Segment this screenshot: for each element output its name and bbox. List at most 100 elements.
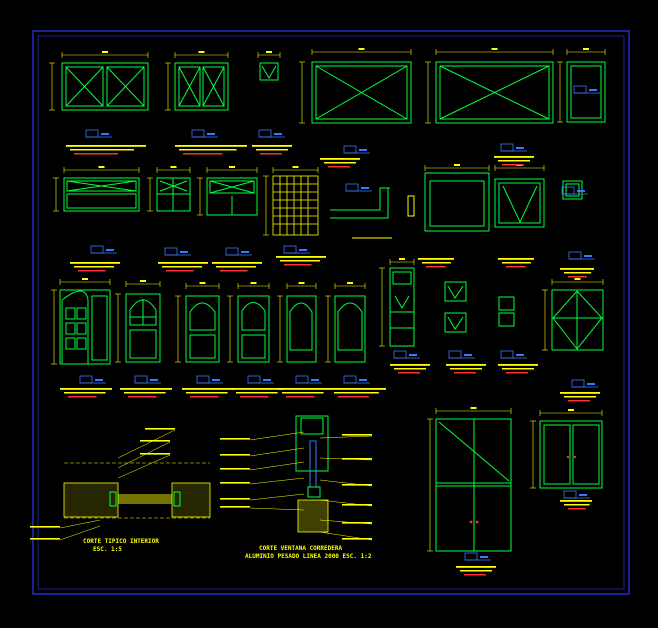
type-tag-mark bbox=[311, 379, 319, 381]
note-line bbox=[498, 364, 538, 366]
type-tag-mark bbox=[106, 249, 114, 251]
dimension-value-mark bbox=[82, 278, 88, 280]
note-line-highlight bbox=[328, 166, 350, 168]
dimension-value-mark bbox=[454, 164, 460, 166]
type-tag-mark bbox=[587, 383, 595, 385]
type-tag-box bbox=[561, 186, 575, 195]
note-line bbox=[70, 262, 120, 264]
leader-note bbox=[342, 504, 372, 506]
note-line bbox=[564, 272, 592, 274]
type-tag-mark bbox=[274, 133, 282, 135]
leader-line bbox=[249, 447, 305, 457]
door-type-p2 bbox=[125, 293, 161, 363]
type-tag-mark bbox=[516, 147, 524, 149]
type-tag-box bbox=[79, 375, 93, 384]
type-tag-box bbox=[500, 350, 514, 359]
dimension-value-mark bbox=[292, 166, 299, 168]
note-line bbox=[66, 145, 146, 147]
note-line bbox=[252, 145, 292, 147]
type-tag-box bbox=[343, 375, 357, 384]
note-line bbox=[282, 392, 324, 394]
note-line-highlight bbox=[284, 264, 312, 266]
note-line-highlight bbox=[183, 153, 223, 155]
wall-section-title: CORTE TIPICO INTERIOR bbox=[83, 538, 159, 545]
window-section-subtitle: ALUMINIO PESADO LINEA 2000 ESC. 1:2 bbox=[245, 553, 372, 560]
type-tag-box bbox=[345, 183, 359, 192]
note-line bbox=[175, 145, 247, 147]
type-tags bbox=[79, 85, 600, 561]
diamond-window bbox=[551, 289, 604, 351]
fixed-window-large bbox=[407, 172, 490, 232]
type-tag-box bbox=[295, 375, 309, 384]
note-line bbox=[186, 392, 228, 394]
door-type-p5 bbox=[286, 295, 317, 363]
window-section-title: CORTE VENTANA CORREDERA bbox=[259, 545, 342, 552]
type-tag-mark bbox=[359, 379, 367, 381]
type-tag-mark bbox=[584, 255, 592, 257]
type-tag-box bbox=[247, 375, 261, 384]
note-line bbox=[74, 266, 114, 268]
type-tag-mark bbox=[212, 379, 220, 381]
leader-note bbox=[220, 454, 250, 456]
leader-note bbox=[342, 434, 372, 436]
type-tag-box bbox=[573, 85, 587, 94]
leader-note bbox=[342, 522, 372, 524]
leader-note bbox=[342, 458, 372, 460]
dimension-value-mark bbox=[98, 166, 105, 168]
leader-note bbox=[30, 538, 60, 540]
dimension-value-mark bbox=[470, 407, 477, 409]
grille-panel bbox=[272, 175, 319, 236]
window-type-v8 bbox=[156, 177, 191, 212]
window-type-v2 bbox=[174, 62, 229, 111]
note-line bbox=[502, 262, 531, 264]
note-line bbox=[216, 266, 256, 268]
note-line-highlight bbox=[426, 266, 446, 268]
leader-note bbox=[30, 526, 60, 528]
leader-line bbox=[249, 493, 305, 501]
type-tag-mark bbox=[409, 354, 417, 356]
dimension-value-mark bbox=[583, 48, 589, 50]
leader-note bbox=[140, 453, 170, 455]
type-tag-box bbox=[134, 375, 148, 384]
note-line bbox=[422, 262, 451, 264]
type-tag-box bbox=[85, 129, 99, 138]
note-line bbox=[278, 388, 330, 390]
leader-line bbox=[59, 519, 101, 529]
leader-note bbox=[342, 538, 372, 540]
type-tag-mark bbox=[95, 379, 103, 381]
type-tag-mark bbox=[589, 89, 597, 91]
note-line bbox=[498, 258, 534, 260]
note-line-highlight bbox=[240, 396, 269, 398]
note-line bbox=[256, 149, 288, 151]
type-tag-box bbox=[191, 129, 205, 138]
type-tag-box bbox=[258, 129, 272, 138]
leader-note bbox=[220, 468, 250, 470]
note-line-highlight bbox=[74, 153, 118, 155]
leader-line bbox=[117, 441, 171, 469]
window-type-v5 bbox=[435, 61, 554, 124]
type-tag-mark bbox=[299, 249, 307, 251]
wall-section-scale: ESC. 1:5 bbox=[93, 546, 122, 553]
dimension-value-mark bbox=[298, 282, 305, 284]
note-line-highlight bbox=[568, 508, 586, 510]
type-tag-box bbox=[563, 490, 577, 499]
type-tag-mark bbox=[464, 354, 472, 356]
leader-note bbox=[220, 438, 250, 440]
note-line bbox=[564, 396, 596, 398]
dimension-value-mark bbox=[568, 409, 574, 411]
note-line-highlight bbox=[454, 372, 476, 374]
small-squares-pair bbox=[498, 296, 515, 327]
window-type-v7 bbox=[63, 177, 140, 212]
tall-narrow-window bbox=[389, 267, 415, 347]
door-type-p7 bbox=[435, 418, 512, 552]
type-tag-box bbox=[448, 350, 462, 359]
type-tag-mark bbox=[101, 133, 109, 135]
window-type-v10 bbox=[494, 178, 545, 228]
window-type-v3 bbox=[259, 62, 279, 81]
note-line bbox=[280, 260, 320, 262]
type-tag-mark bbox=[263, 379, 271, 381]
note-line-highlight bbox=[568, 400, 590, 402]
dimension-value-mark bbox=[491, 48, 498, 50]
